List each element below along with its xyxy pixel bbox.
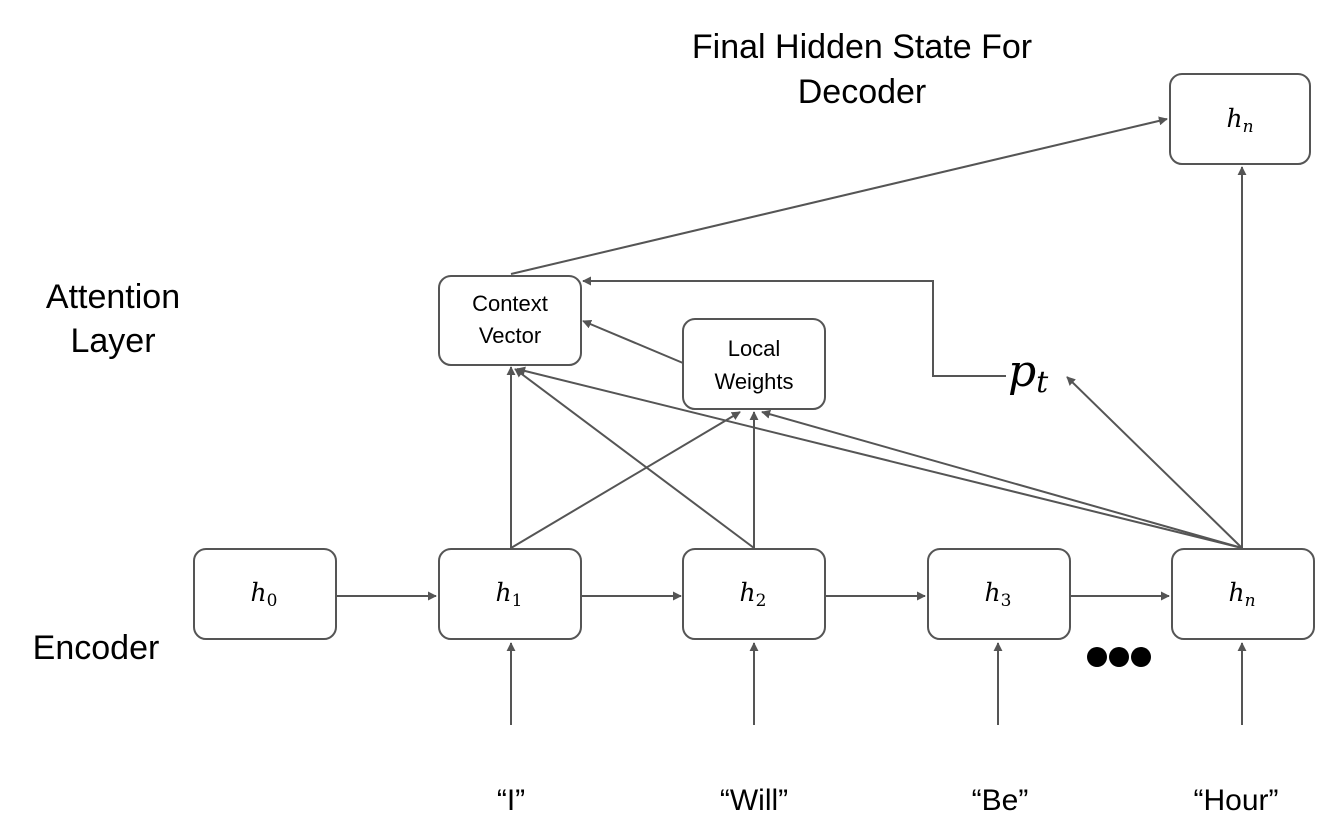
decoder-state-symbol: h [1226,104,1242,133]
encoder-state-label: h1 [496,578,523,611]
decoder-state-label: hn [1226,104,1253,137]
encoder-state-label: h3 [985,578,1012,611]
encoder-state-subscript: 3 [1001,591,1012,611]
local-weights-label-line2: Weights [714,369,793,394]
edge-hn-context [516,366,1243,549]
encoder-state-h3: h3 [927,548,1071,640]
edge-weights-context [582,319,684,364]
edge-context-decoder [510,116,1168,275]
ellipsis-dot [1131,647,1151,667]
encoder-state-subscript: 2 [756,591,767,611]
encoder-state-symbol: h [740,578,756,607]
input-token-will: “Will” [720,784,788,817]
encoder-state-symbol: h [985,578,1001,607]
edge-pt-context [582,276,1006,377]
aligned-position-subscript: t [1036,365,1049,400]
edge-h1-weights [510,411,741,549]
encoder-state-symbol: h [496,578,512,607]
encoder-state-subscript: 1 [512,591,523,611]
encoder-state-label: h0 [251,578,278,611]
encoder-state-subscript: n [1245,591,1256,611]
input-token-hour: “Hour” [1193,784,1278,817]
ellipsis [1087,647,1151,667]
local-weights-node: Local Weights [682,318,826,410]
input-token-i: “I” [497,784,525,817]
encoder-state-h2: h2 [682,548,826,640]
context-vector-node: Context Vector [438,275,582,366]
decoder-state-subscript: n [1243,117,1254,137]
edge-hn-pt [1066,376,1243,549]
diagram-title-line2: Decoder [798,73,927,111]
ellipsis-dot [1109,647,1129,667]
encoder-state-symbol: h [251,578,267,607]
context-vector-label-line2: Vector [479,323,541,348]
aligned-position-label: pt [1008,346,1049,400]
context-vector-label-line1: Context [472,291,548,316]
diagram-title-line1: Final Hidden State For [692,28,1032,66]
encoder-state-subscript: 0 [267,591,278,611]
encoder-state-label: h2 [740,578,767,611]
ellipsis-dot [1087,647,1107,667]
encoder-state-h0: h0 [193,548,337,640]
encoder-state-symbol: h [1228,578,1244,607]
edges [336,116,1247,725]
decoder-state-node: hn [1169,73,1311,165]
local-weights-label-line1: Local [728,336,781,361]
edge-hn-weights [761,409,1243,549]
encoder-state-h1: h1 [438,548,582,640]
attention-layer-label-line2: Layer [70,322,155,360]
edge-h2-context [514,368,755,549]
encoder-state-hn: hn [1171,548,1315,640]
input-token-be: “Be” [972,784,1029,817]
encoder-state-label: hn [1228,578,1255,611]
aligned-position-symbol: p [1008,346,1036,397]
attention-layer-label-line1: Attention [46,278,180,316]
encoder-label: Encoder [33,629,160,667]
